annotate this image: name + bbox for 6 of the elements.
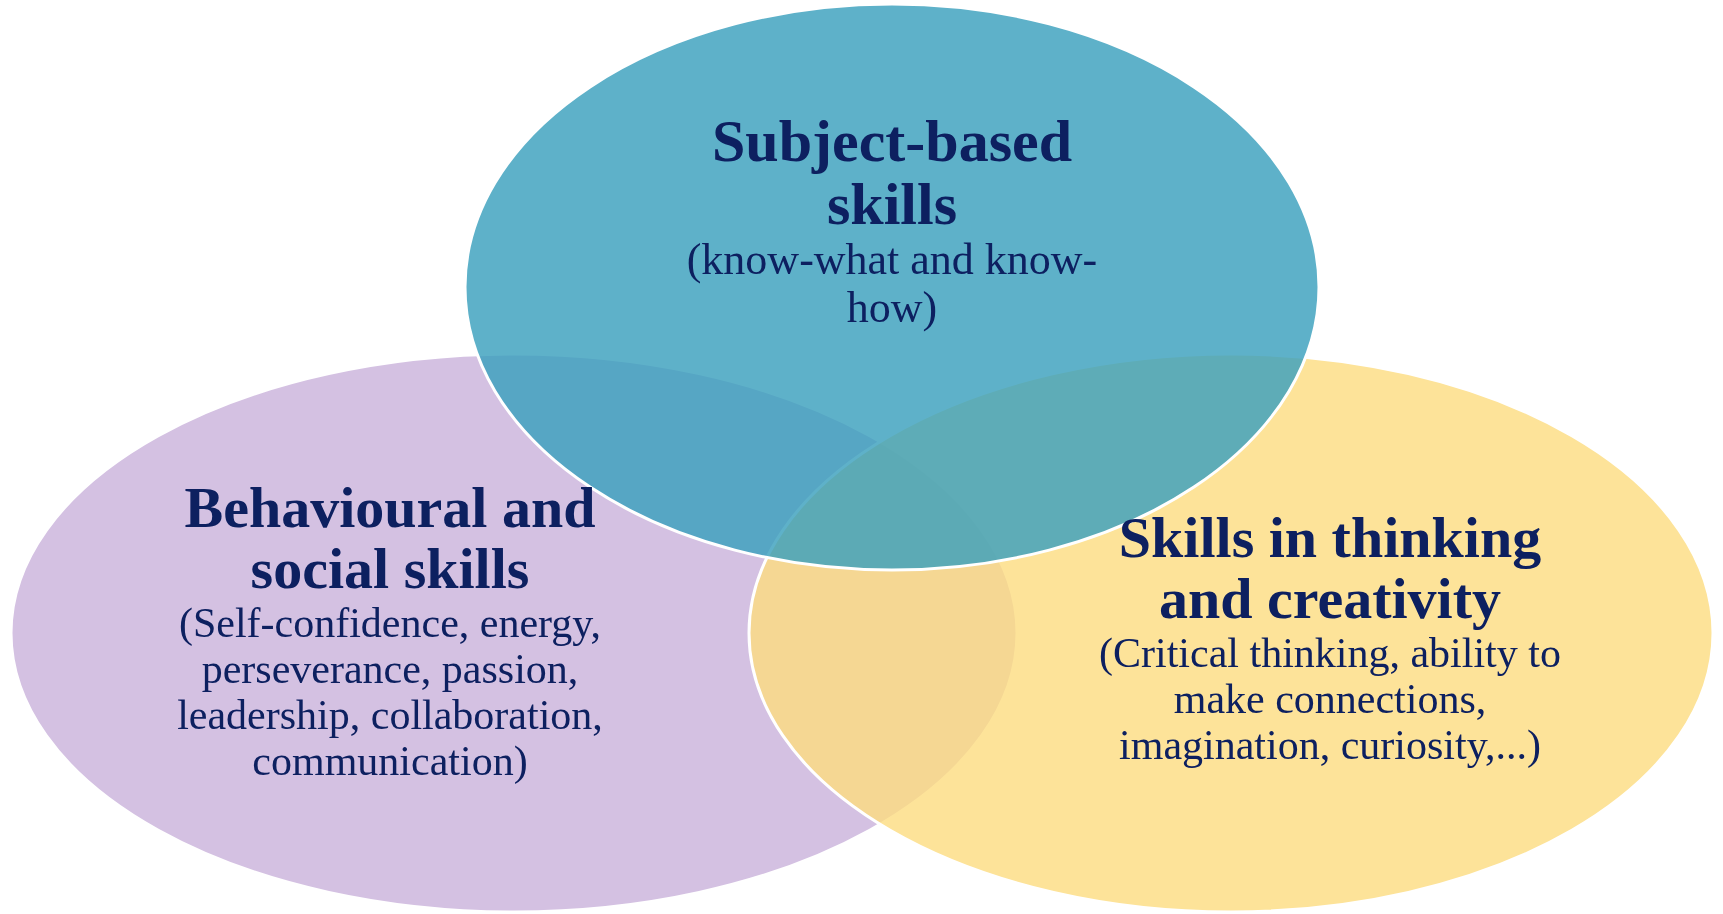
circle-description: (know-what and know-how) (685, 236, 1099, 333)
circle-heading: Behavioural and social skills (183, 478, 597, 600)
circle-heading: Subject-based skills (711, 110, 1073, 236)
circle-heading: Skills in thinking and creativity (1117, 508, 1543, 630)
circle-description: (Self-confidence, energy, perseverance, passion, leadership, collaboration, communication) (176, 599, 604, 785)
circle-description: (Critical thinking, ability to make connections, imagination, curiosity,...) (1098, 629, 1562, 769)
